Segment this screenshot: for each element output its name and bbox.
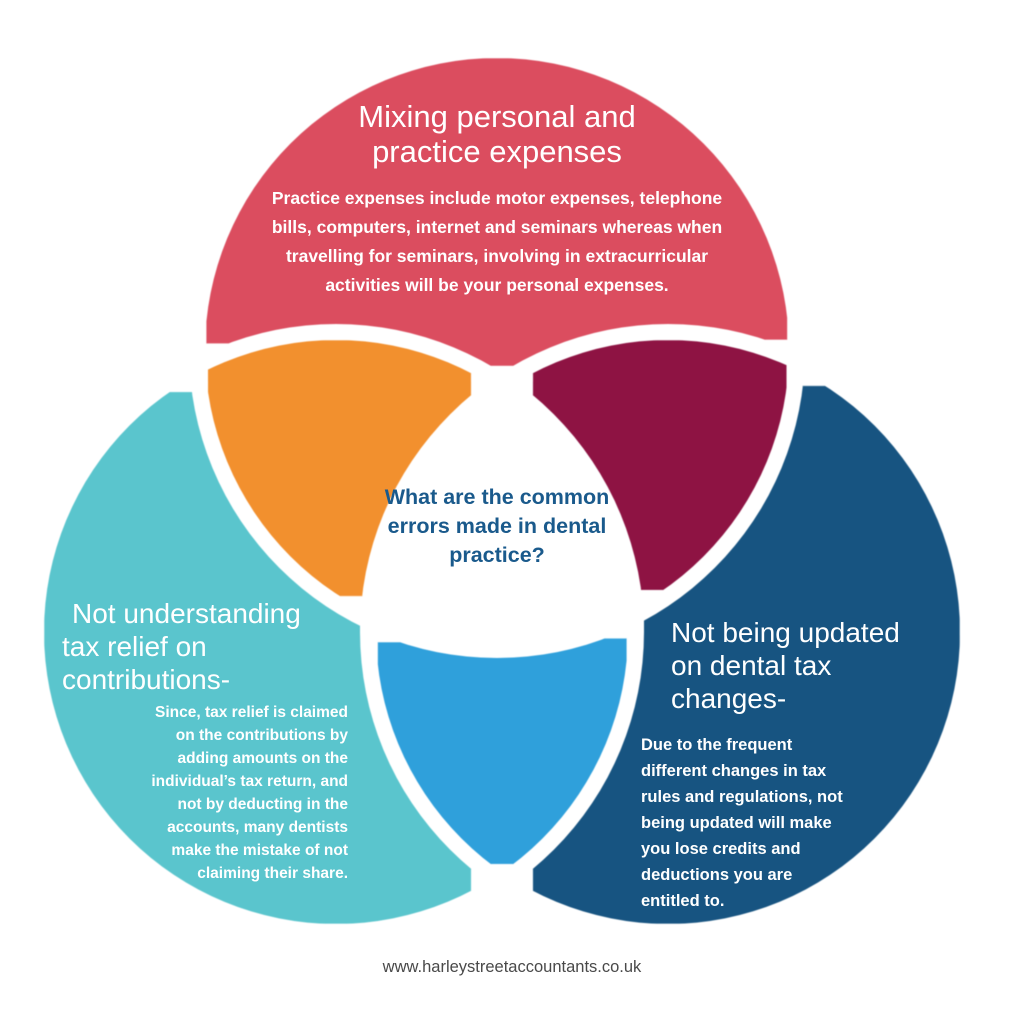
top-section-heading: Mixing personal and practice expenses [358,99,636,169]
top-section-body: Practice expenses include motor expenses… [271,188,723,295]
lightblue-overlap-petal [376,340,628,924]
right-section-body: Due to the frequent different changes in… [641,736,843,910]
center-question: What are the common errors made in denta… [384,485,610,567]
right-section-heading: Not being updated on dental tax changes- [671,617,900,714]
left-section-body: Since, tax relief is claimed on the cont… [151,704,348,882]
footer-website-url: www.harleystreetaccountants.co.uk [382,958,642,976]
left-section-heading: Not understanding tax relief on contribu… [62,598,301,695]
